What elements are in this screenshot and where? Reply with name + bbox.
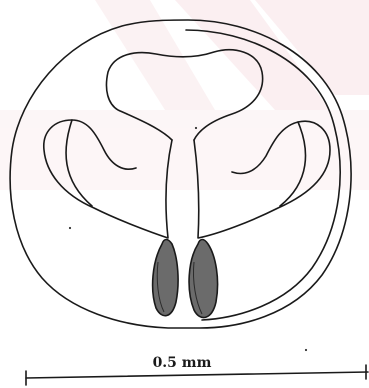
- left-stippled-body: [153, 240, 178, 316]
- scale-bar-label: 0.5 mm: [153, 355, 212, 371]
- speck-dot: [69, 227, 71, 229]
- speck-dot: [195, 127, 197, 129]
- speck-dot: [305, 349, 307, 351]
- background-watermark: [0, 0, 369, 190]
- scale-bar: 0.5 mm: [26, 355, 368, 385]
- right-stippled-body: [189, 240, 218, 318]
